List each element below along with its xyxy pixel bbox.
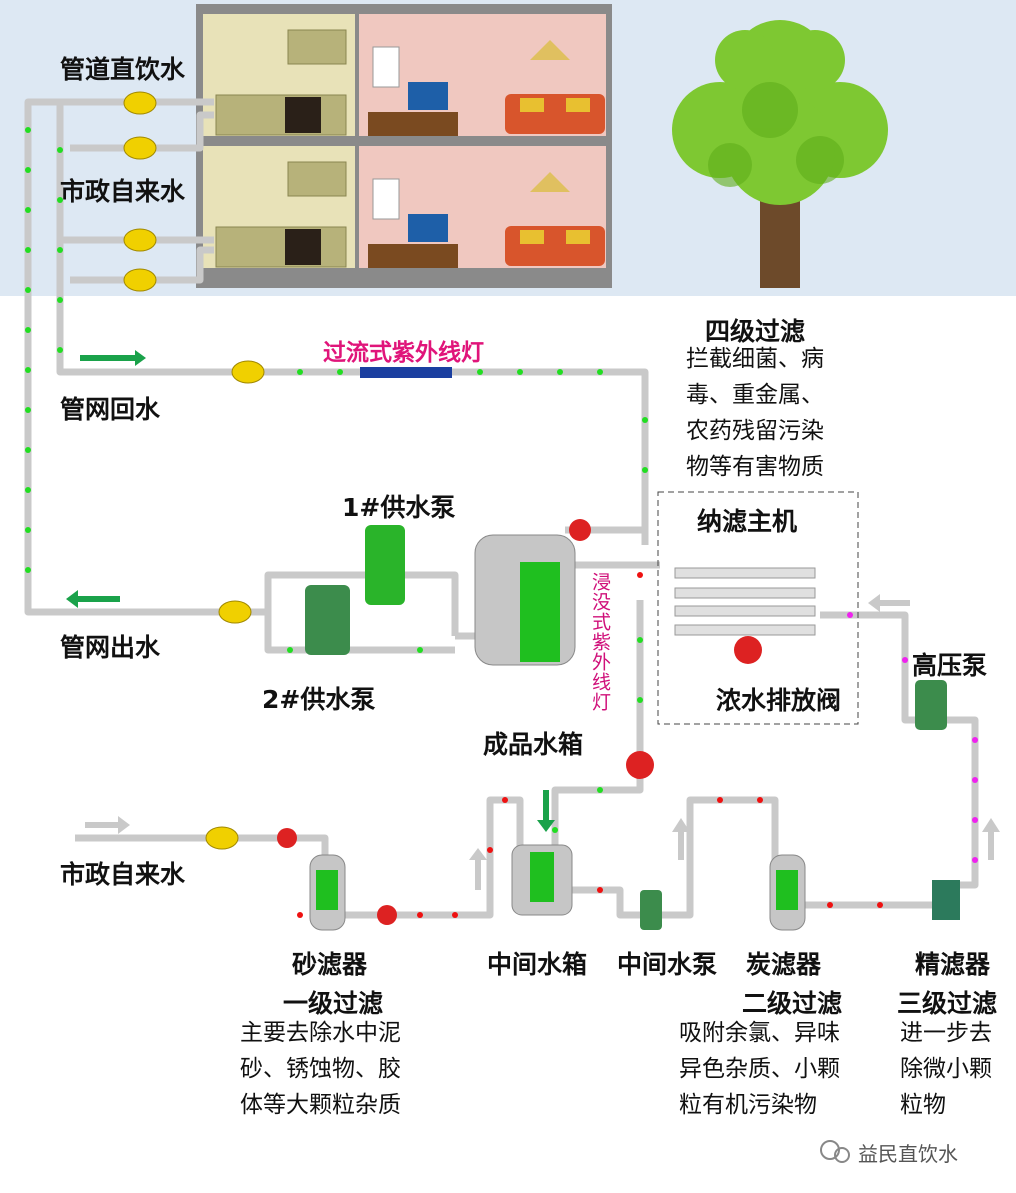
stage2-desc-line-2: 异色杂质、小颗	[679, 1056, 840, 1082]
label-fine-filter: 精滤器	[915, 950, 991, 979]
label-network-out: 管网出水	[60, 633, 161, 662]
label-pump-1: 1#供水泵	[342, 493, 456, 522]
stage4-desc-line-1: 拦截细菌、病	[686, 346, 824, 372]
label-stage3-title: 三级过滤	[897, 989, 998, 1018]
stage3-desc-line-3: 粒物	[900, 1092, 946, 1118]
stage1-desc-line-3: 体等大颗粒杂质	[240, 1092, 401, 1118]
stage2-desc-line-3: 粒有机污染物	[679, 1092, 817, 1118]
label-mid-pump: 中间水泵	[617, 950, 718, 979]
label-stage1-title: 一级过滤	[283, 989, 384, 1018]
stage2-desc-line-1: 吸附余氯、异味	[679, 1020, 840, 1046]
label-nano-host: 纳滤主机	[697, 507, 798, 536]
stage1-desc-line-2: 砂、锈蚀物、胶	[240, 1056, 401, 1082]
label-uv-flow-lamp: 过流式紫外线灯	[323, 340, 484, 366]
label-stage2-title: 二级过滤	[742, 989, 843, 1018]
stage4-desc-line-3: 农药残留污染	[686, 418, 824, 444]
label-mid-tank: 中间水箱	[487, 950, 588, 979]
stage1-desc-line-1: 主要去除水中泥	[240, 1020, 401, 1046]
stage4-desc-line-4: 物等有害物质	[686, 454, 824, 480]
label-concentrate-valve: 浓水排放阀	[716, 686, 842, 715]
label-high-pressure-pump: 高压泵	[912, 651, 988, 680]
watermark: 益民直饮水	[858, 1142, 958, 1166]
label-network-return: 管网回水	[60, 395, 161, 424]
label-immersed-uv: 浸没式紫外线灯	[589, 572, 611, 712]
label-carbon-filter: 炭滤器	[746, 950, 822, 979]
stage3-desc-line-2: 除微小颗	[900, 1056, 992, 1082]
stage4-desc-line-2: 毒、重金属、	[686, 382, 824, 408]
label-municipal-tap-top: 市政自来水	[60, 177, 186, 206]
label-pipeline-direct-drinking: 管道直饮水	[60, 55, 186, 84]
label-product-tank: 成品水箱	[483, 730, 584, 759]
stage3-desc-line-1: 进一步去	[900, 1020, 992, 1046]
label-pump-2: 2#供水泵	[262, 685, 376, 714]
label-sand-filter: 砂滤器	[292, 950, 368, 979]
label-stage4-title: 四级过滤	[705, 317, 806, 346]
label-municipal-tap-bottom: 市政自来水	[60, 860, 186, 889]
